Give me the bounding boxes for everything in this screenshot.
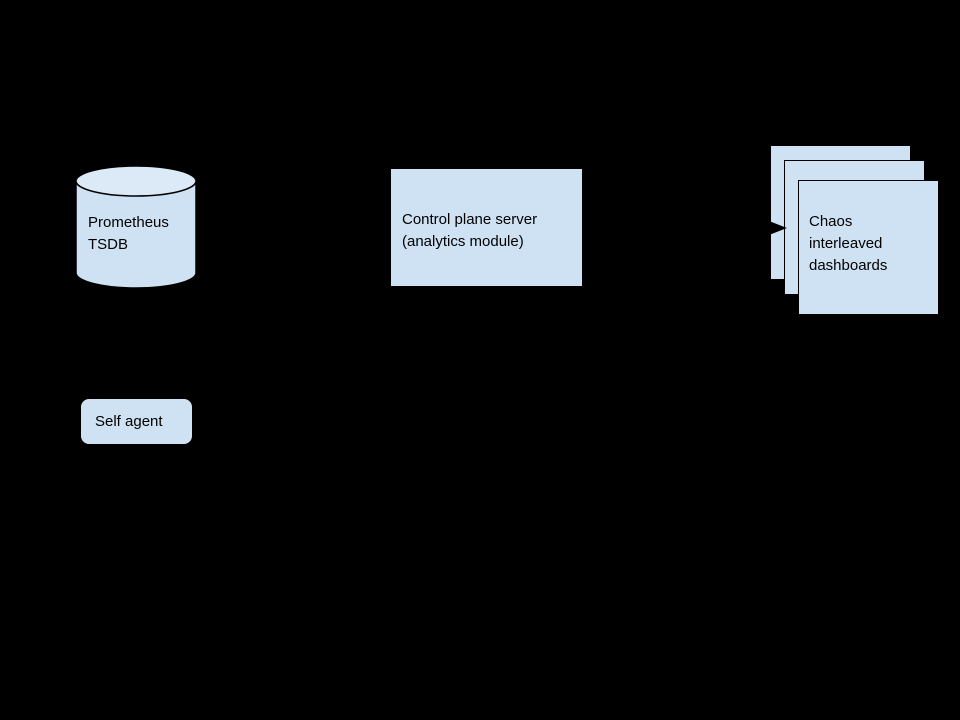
control-plane-label: Control plane server (analytics module): [402, 211, 538, 250]
node-self-agent: Self agent: [80, 398, 193, 445]
node-chaos-dashboards: Chaos interleaved dashboards: [770, 145, 940, 317]
arrow-right-icon: [769, 221, 787, 235]
database-cylinder-icon: [75, 165, 197, 289]
node-prometheus-tsdb: Prometheus TSDB: [75, 164, 197, 290]
self-agent-label: Self agent: [95, 412, 163, 430]
connector-control-to-dashboards: [583, 227, 770, 229]
prometheus-tsdb-label: Prometheus TSDB: [88, 214, 169, 253]
chaos-dashboards-label: Chaos interleaved dashboards: [809, 213, 888, 274]
dashboard-card-front: Chaos interleaved dashboards: [798, 180, 939, 315]
node-control-plane-server: Control plane server (analytics module): [390, 168, 583, 287]
